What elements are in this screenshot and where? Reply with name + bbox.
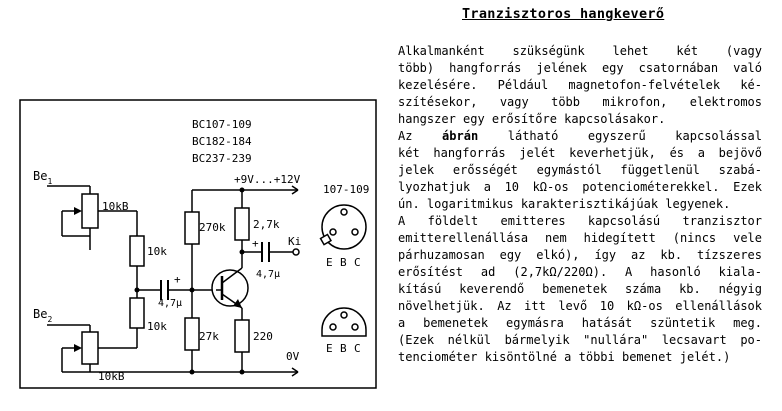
bias-lower-label: 27k — [199, 330, 219, 343]
article-line: tenciométer kisöntölné a többi bemenet j… — [398, 350, 731, 364]
input-cap-value: 4,7μ — [158, 298, 182, 309]
article-line: A földelt emitteres kapcsolású tranziszt… — [398, 214, 762, 228]
input-cap-polarity: + — [174, 273, 181, 286]
article-line: jelek erősségét egymástól függetlenül sz… — [398, 163, 762, 177]
output-label: Ki — [288, 235, 301, 248]
article-line: kezelésére. Például magnetofon-felvétele… — [398, 78, 762, 92]
output-terminal — [292, 248, 300, 256]
package-pinout-2 — [321, 307, 367, 337]
potentiometer-2 — [81, 331, 99, 365]
article-line: erősítést ad (2,7kΩ/220Ω). A hasonló kia… — [398, 265, 762, 279]
input-2-label: Be2 — [33, 307, 52, 324]
supply-label: +9V...+12V — [234, 173, 301, 186]
package-pinout-1 — [319, 204, 367, 250]
pinout-1-e: E — [326, 256, 333, 269]
article-line: Az ábrán látható egyszerű kapcsolással — [398, 129, 762, 143]
article-line: emitterellenállása nem hidegített (nincs… — [398, 231, 762, 245]
transistor-symbol — [211, 269, 249, 307]
pinout-1-c: C — [354, 256, 361, 269]
bias-resistor-upper — [184, 211, 200, 245]
schematic-frame — [19, 99, 377, 389]
output-cap-polarity: + — [252, 237, 259, 250]
circuit-schematic: BC107-109 BC182-184 BC237-239 +9V...+12V… — [19, 99, 377, 389]
transistor-type-1: BC107-109 — [192, 118, 252, 131]
input-1-label: Be1 — [33, 169, 52, 186]
article-line: több) hangforrás jelének egy csatornában… — [398, 61, 762, 75]
mix-resistor-1-label: 10k — [147, 245, 167, 258]
collector-resistor-label: 2,7k — [253, 218, 280, 231]
bias-upper-label: 270k — [199, 221, 226, 234]
article-line: hangszer egy erősítőre kapcsolásakor. — [398, 112, 666, 126]
ground-rail — [62, 367, 299, 377]
package-type-label: 107-109 — [323, 183, 369, 196]
mix-resistor-1 — [129, 235, 145, 267]
article-line: szítésekor, vagy több mikrofon, elektrom… — [398, 95, 762, 109]
article-title: Tranzisztoros hangkeverő — [462, 6, 665, 22]
article-line: kítású keverendő bemenetek száma kb. nég… — [398, 282, 762, 296]
input-2-wiring — [47, 324, 91, 372]
mix-resistor-2 — [129, 297, 145, 329]
bold-word: ábrán — [442, 129, 479, 143]
pinout-1-b: B — [340, 256, 347, 269]
emitter-resistor — [234, 319, 250, 353]
article-line: ún. logaritmikus karakterisztikájúak leg… — [398, 197, 731, 211]
transistor-type-2: BC182-184 — [192, 135, 252, 148]
output-cap-value: 4,7μ — [256, 269, 280, 280]
pinout-2-b: B — [340, 342, 347, 355]
mix-resistor-2-label: 10k — [147, 320, 167, 333]
article-line: Alkalmanként szükségünk lehet két (vagy — [398, 44, 762, 58]
mix-1-wiring — [98, 210, 138, 290]
potentiometer-1 — [81, 193, 99, 229]
article-line: növelhetjük. Az itt levő 10 kΩ-os ellená… — [398, 299, 762, 313]
bias-resistor-lower — [184, 317, 200, 351]
article-line: a bemenetek egymásra hatását szüntetik m… — [398, 316, 762, 330]
emitter-resistor-label: 220 — [253, 330, 273, 343]
pinout-2-e: E — [326, 342, 333, 355]
pinout-2-c: C — [354, 342, 361, 355]
article-line: (Ezek nélkül bármelyik "nullára" lecsava… — [398, 333, 762, 347]
article-line: párhuzamosan egy elkó), így az kb. tízsz… — [398, 248, 762, 262]
collector-resistor — [234, 207, 250, 241]
ground-label: 0V — [286, 350, 300, 363]
pot-1-value: 10kB — [102, 200, 129, 213]
supply-rail — [192, 185, 299, 195]
transistor-type-3: BC237-239 — [192, 152, 252, 165]
article-line: két hangforrás jelét keverhetjük, és a b… — [398, 146, 762, 160]
pot-2-value: 10kB — [98, 370, 125, 383]
article-line: lyozhatjuk a 10 kΩ-os potenciométerekkel… — [398, 180, 762, 194]
